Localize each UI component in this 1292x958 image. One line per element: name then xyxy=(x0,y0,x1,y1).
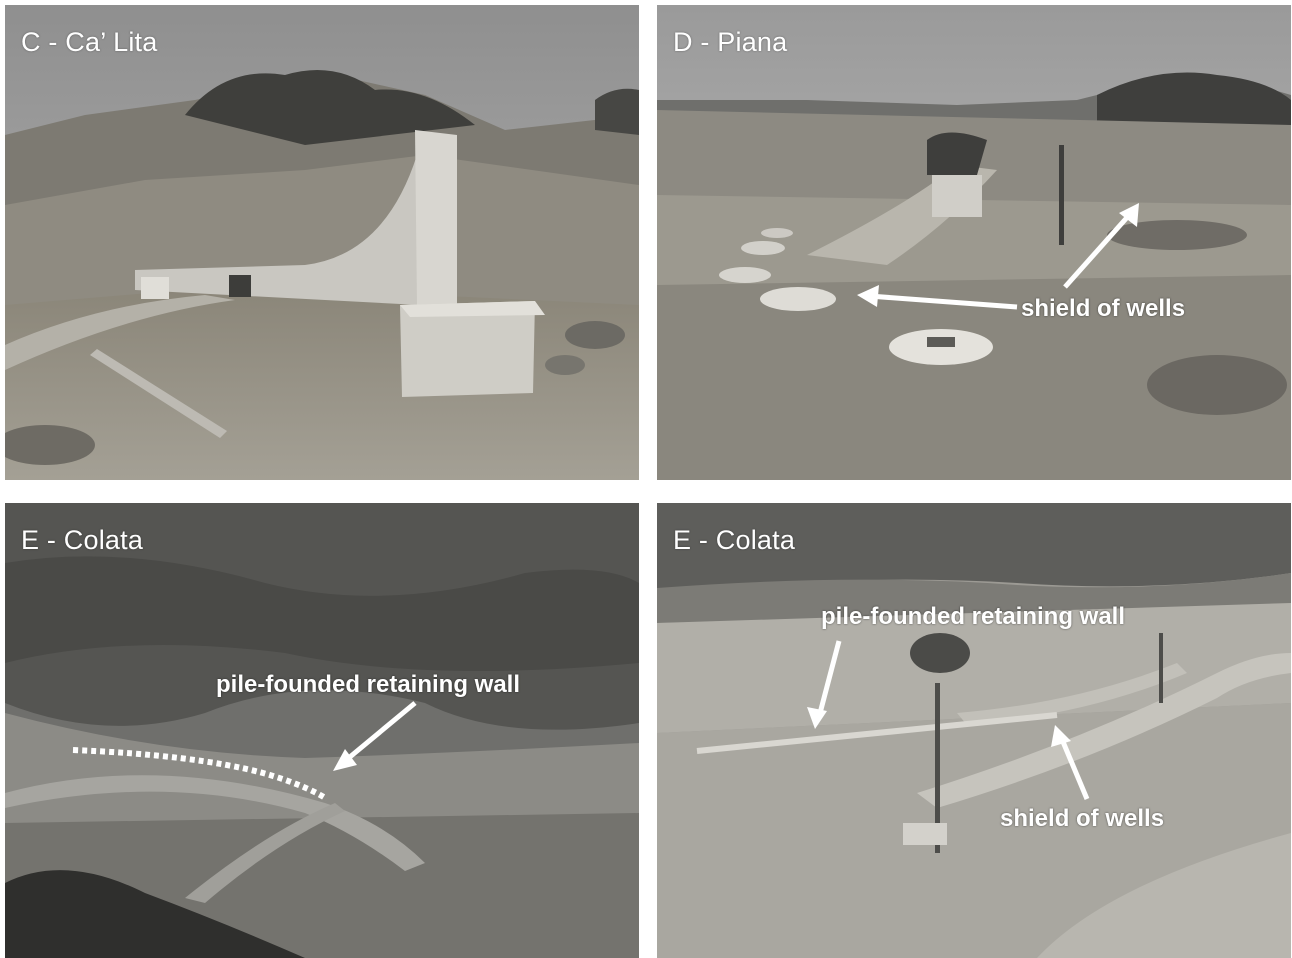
photo-e-colata-site xyxy=(657,503,1291,958)
photo-d-piana xyxy=(657,5,1291,480)
annotation-shield-of-wells: shield of wells xyxy=(1000,805,1165,832)
panel-title: E - Colata xyxy=(673,525,796,555)
photo-panel-e-colata-right: E - Colata pile-founded retaining wall s… xyxy=(657,503,1291,958)
annotation-shield-of-wells: shield of wells xyxy=(1021,295,1186,322)
panel-title: D - Piana xyxy=(673,27,788,57)
photo-c-ca-lita xyxy=(5,5,639,480)
annotation-pile-founded-retaining-wall: pile-founded retaining wall xyxy=(216,671,521,698)
photo-panel-e-colata-left: E - Colata pile-founded retaining wall xyxy=(5,503,639,958)
annotation-pile-founded-retaining-wall: pile-founded retaining wall xyxy=(821,603,1126,630)
photo-panel-d-piana: D - Piana shield of wells xyxy=(657,5,1291,480)
annotation-arrows xyxy=(807,640,1090,800)
photo-panel-c-ca-lita: C - Ca’ Lita xyxy=(5,5,639,480)
annotation-arrows xyxy=(857,203,1139,310)
panel-title: C - Ca’ Lita xyxy=(21,27,158,57)
photo-e-colata-valley xyxy=(5,503,639,958)
annotation-overlay xyxy=(72,701,417,802)
panel-title: E - Colata xyxy=(21,525,144,555)
